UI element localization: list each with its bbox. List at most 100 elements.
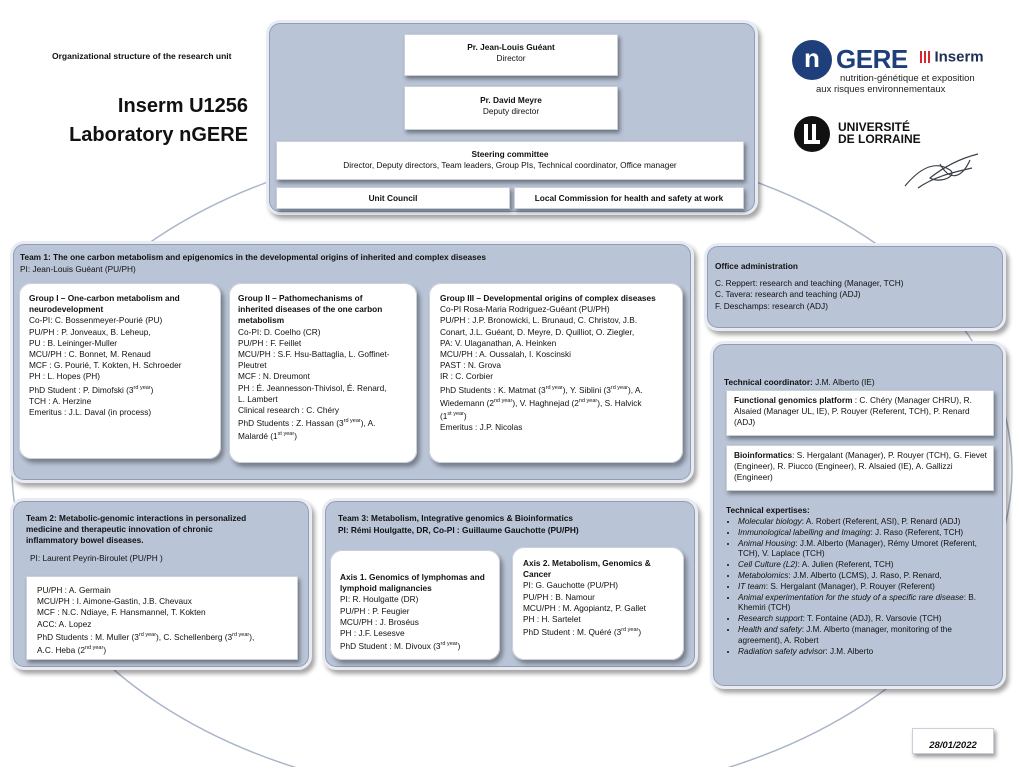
group1-member: Co-PI: C. Bossenmeyer-Pourié (PU) xyxy=(29,315,163,326)
axis1-member: MCU/PH : J. Broséus xyxy=(340,616,419,627)
team2-members-box: PU/PH : A. Germain MCU/PH : I. Aimone-Ga… xyxy=(26,576,298,660)
bioinformatics-text: : S. Hergalant (Manager), P. Rouyer (TCH… xyxy=(734,450,987,483)
office-member: C. Reppert: research and teaching (Manag… xyxy=(715,278,904,289)
axis1-member: PH : J.F. Lesesve xyxy=(340,628,405,639)
group1-title-line1: Group I – One-carbon metabolism and xyxy=(29,293,180,303)
deputy-name: Pr. David Meyre xyxy=(480,95,542,105)
team3-title: Team 3: Metabolism, Integrative genomics… xyxy=(338,513,573,523)
axis2-member: PI: G. Gauchotte (PU/PH) xyxy=(523,580,618,591)
functional-genomics-box: Functional genomics platform : C. Chéry … xyxy=(726,390,994,436)
date: 28/01/2022 xyxy=(929,740,977,751)
ngere-logo-text: GERE xyxy=(836,44,908,74)
expertise-item: Metabolomics: J.M. Alberto (LCMS), J. Ra… xyxy=(738,571,998,582)
universite-lorraine-icon xyxy=(794,116,830,152)
group3-member: PA: V. Ulaganathan, A. Heinken xyxy=(440,337,557,348)
group2-member: Clinical research : C. Chéry xyxy=(238,405,339,416)
team1-title: Team 1: The one carbon metabolism and ep… xyxy=(20,252,486,262)
group1-member: TCH : A. Herzine xyxy=(29,395,92,406)
team3-axis2-card: Axis 2. Metabolism, Genomics & Cancer PI… xyxy=(512,547,684,660)
group3-member: Conart, J.L. Guéant, D. Meyre, D. Quilli… xyxy=(440,326,635,337)
inserm-logo-text: Inserm xyxy=(934,48,984,66)
axis2-member: MCU/PH : M. Agopiantz, P. Gallet xyxy=(523,602,646,613)
expertise-item: Radiation safety advisor: J.M. Alberto xyxy=(738,647,998,658)
group3-member: IR : C. Corbier xyxy=(440,371,494,382)
group1-phd: PhD Student : P. Dimofski (3rd year) xyxy=(29,384,154,395)
axis1-title-line1: Axis 1. Genomics of lymphomas and xyxy=(340,572,485,582)
steering-committee-box: Steering committee Director, Deputy dire… xyxy=(276,141,744,180)
group3-phd-cont: Wiedemann (2nd year), V. Haghnejad (2nd … xyxy=(440,397,642,408)
platform-text: : C. Chéry (Manager CHRU), R. Alsaied (M… xyxy=(734,395,972,428)
group3-member: PU/PH : J.P. Bronowicki, L. Brunaud, C. … xyxy=(440,315,638,326)
group2-member: Co-PI: D. Coelho (CR) xyxy=(238,326,321,337)
team2-title-line2: medicine and therapeutic innovation of c… xyxy=(26,524,213,535)
inserm-logo-icon xyxy=(920,50,930,63)
ngere-logo-n: n xyxy=(804,43,820,73)
expertise-item: Animal experimentation for the study of … xyxy=(738,593,998,615)
team2-member: ACC: A. Lopez xyxy=(37,618,92,629)
tagline-line-2: aux risques environnementaux xyxy=(816,84,946,95)
page-title: Inserm U1256 Laboratory nGERE xyxy=(52,92,248,150)
univ-line-1: UNIVERSITÉ xyxy=(838,120,911,134)
unit-council: Unit Council xyxy=(368,193,418,203)
director-name: Pr. Jean-Louis Guéant xyxy=(467,42,555,52)
unit-council-box: Unit Council xyxy=(276,187,510,209)
office-member: C. Tavera: research and teaching (ADJ) xyxy=(715,289,861,300)
expertise-item: Research support: T. Fontaine (ADJ), R. … xyxy=(738,614,998,625)
group3-member: Co-PI Rosa-Maria Rodriguez-Guéant (PU/PH… xyxy=(440,304,610,315)
ngere-tagline: nutrition-génétique et exposition aux ri… xyxy=(816,73,975,95)
group1-member: MCU/PH : C. Bonnet, M. Renaud xyxy=(29,349,151,360)
expertise-item: Molecular biology: A. Robert (Referent, … xyxy=(738,517,998,528)
team2-member: PU/PH : A. Germain xyxy=(37,585,111,595)
group2-phd-cont: Malardé (1st year) xyxy=(238,430,297,441)
steering-members: Director, Deputy directors, Team leaders… xyxy=(343,160,677,171)
univ-line-2: DE LORRAINE xyxy=(838,132,921,146)
office-title: Office administration xyxy=(715,261,798,271)
expertises-list: Molecular biology: A. Robert (Referent, … xyxy=(726,517,998,657)
expertise-item: Cell Culture (L2): A. Julien (Referent, … xyxy=(738,560,998,571)
title-line-1: Inserm U1256 xyxy=(117,95,248,117)
axis1-phd: PhD Student : M. Divoux (3rd year) xyxy=(340,640,461,651)
team2-title-line1: Team 2: Metabolic-genomic interactions i… xyxy=(26,513,247,523)
group2-title-line1: Group II – Pathomechanisms of xyxy=(238,293,363,303)
page-subtitle: Organizational structure of the research… xyxy=(52,51,232,61)
office-member: F. Deschamps: research (ADJ) xyxy=(715,300,828,311)
team2-pi: PI: Laurent Peyrin-Biroulet (PU/PH ) xyxy=(30,553,163,563)
axis2-member: PH : H. Sartelet xyxy=(523,614,581,625)
team2-title: Team 2: Metabolic-genomic interactions i… xyxy=(26,513,246,547)
group1-title-line2: neurodevelopment xyxy=(29,304,104,315)
team2-phd-cont: A.C. Heba (2nd year) xyxy=(37,644,107,655)
group3-emeritus: Emeritus : J.P. Nicolas xyxy=(440,421,523,432)
deputy-role: Deputy director xyxy=(482,106,540,117)
axis2-title-line1: Axis 2. Metabolism, Genomics & xyxy=(523,558,651,568)
group2-member: MCF : N. Dreumont xyxy=(238,371,310,382)
group3-member: PAST : N. Grova xyxy=(440,360,502,371)
expertise-item: IT team: S. Hergalant (Manager), P. Rouy… xyxy=(738,582,998,593)
title-line-2: Laboratory nGERE xyxy=(69,124,248,146)
local-commission-box: Local Commission for health and safety a… xyxy=(514,187,744,209)
group3-member: MCU/PH : A. Oussalah, I. Koscinski xyxy=(440,349,571,360)
deputy-director-box: Pr. David Meyre Deputy director xyxy=(404,86,618,130)
group3-title: Group III – Developmental origins of com… xyxy=(440,293,656,303)
local-commission: Local Commission for health and safety a… xyxy=(534,193,724,203)
director-box: Pr. Jean-Louis Guéant Director xyxy=(404,34,618,76)
expertise-item: Immunological labelling and Imaging: J. … xyxy=(738,528,998,539)
team2-phd: PhD Students : M. Muller (3rd year), C. … xyxy=(37,631,255,642)
group1-member: PH : L. Hopes (PH) xyxy=(29,371,101,382)
team3-axis1-card: Axis 1. Genomics of lymphomas and lympho… xyxy=(330,550,500,660)
team1-pi: PI: Jean-Louis Guéant (PU/PH) xyxy=(20,264,136,274)
coordinator-name: J.M. Alberto (IE) xyxy=(812,377,875,387)
steering-title: Steering committee xyxy=(471,149,549,159)
team2-member: MCU/PH : I. Aimone-Gastin, J.B. Chevaux xyxy=(37,596,192,607)
group1-member: Emeritus : J.L. Daval (in process) xyxy=(29,406,152,417)
bioinformatics-box: Bioinformatics: S. Hergalant (Manager), … xyxy=(726,445,994,491)
signature xyxy=(904,153,979,189)
expertise-item: Animal Housing: J.M. Alberto (Manager), … xyxy=(738,539,998,561)
group2-member: Pleutret xyxy=(238,360,267,371)
axis1-member: PU/PH : P. Feugier xyxy=(340,605,410,616)
group2-member: L. Lambert xyxy=(238,393,278,404)
technical-coordinator: Technical coordinator: J.M. Alberto (IE) xyxy=(724,377,875,388)
group1-member: PU/PH : P. Jonveaux, B. Leheup, xyxy=(29,326,151,337)
team2-member: MCF : N.C. Ndiaye, F. Hansmannel, T. Kok… xyxy=(37,607,206,618)
platform-label: Functional genomics platform xyxy=(734,395,853,405)
group2-title-line3: metabolism xyxy=(238,315,285,326)
